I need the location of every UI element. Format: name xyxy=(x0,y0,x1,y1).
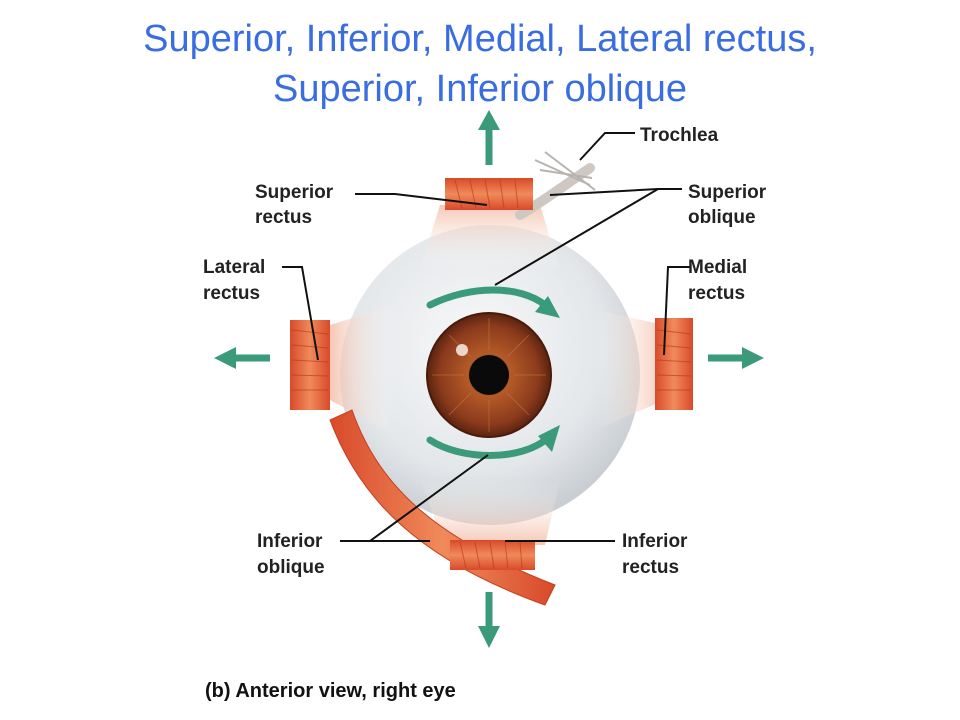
superior-rectus-muscle xyxy=(445,178,533,210)
page-title: Superior, Inferior, Medial, Lateral rect… xyxy=(0,14,960,114)
rotation-arrow-bottom xyxy=(426,425,560,459)
label-inferior-rectus-line1: Inferior xyxy=(622,531,688,552)
lateral-rectus-tendon xyxy=(330,305,395,435)
trochlea-fibers xyxy=(534,151,596,191)
label-superior-oblique-line1: Superior xyxy=(688,182,767,203)
label-medial-rectus-line1: Medial xyxy=(688,257,747,278)
label-medial-rectus-line2: rectus xyxy=(688,283,745,304)
medial-rectus-muscle xyxy=(655,318,693,410)
figure-caption: (b) Anterior view, right eye xyxy=(205,680,456,702)
arrow-right xyxy=(708,347,764,369)
lateral-rectus-muscle xyxy=(290,320,330,410)
superior-oblique-tendon xyxy=(515,163,595,220)
label-superior-oblique-line2: oblique xyxy=(688,207,756,228)
eye-highlight xyxy=(456,344,468,356)
label-inferior-rectus-line2: rectus xyxy=(622,557,679,578)
label-superior-rectus-line2: rectus xyxy=(255,207,312,228)
label-superior-rectus-line1: Superior xyxy=(255,182,334,203)
inferior-rectus-tendon xyxy=(420,480,560,545)
label-trochlea: Trochlea xyxy=(640,125,719,146)
label-lateral-rectus-line2: rectus xyxy=(203,283,260,304)
superior-rectus-tendon xyxy=(420,205,560,270)
pupil xyxy=(469,355,509,395)
arrow-left xyxy=(214,347,270,369)
inferior-oblique-muscle xyxy=(329,409,556,606)
arrow-up xyxy=(478,110,500,165)
title-line-1: Superior, Inferior, Medial, Lateral rect… xyxy=(143,18,817,60)
inferior-rectus-muscle xyxy=(450,540,535,570)
medial-rectus-tendon xyxy=(595,310,665,430)
rotation-arrow-top xyxy=(426,286,560,318)
label-inferior-oblique-line2: oblique xyxy=(257,557,325,578)
arrow-down xyxy=(478,592,500,648)
label-inferior-oblique-line1: Inferior xyxy=(257,531,323,552)
label-lateral-rectus-line1: Lateral xyxy=(203,257,265,278)
leader-lines xyxy=(282,132,690,542)
title-line-2: Superior, Inferior oblique xyxy=(272,68,688,110)
